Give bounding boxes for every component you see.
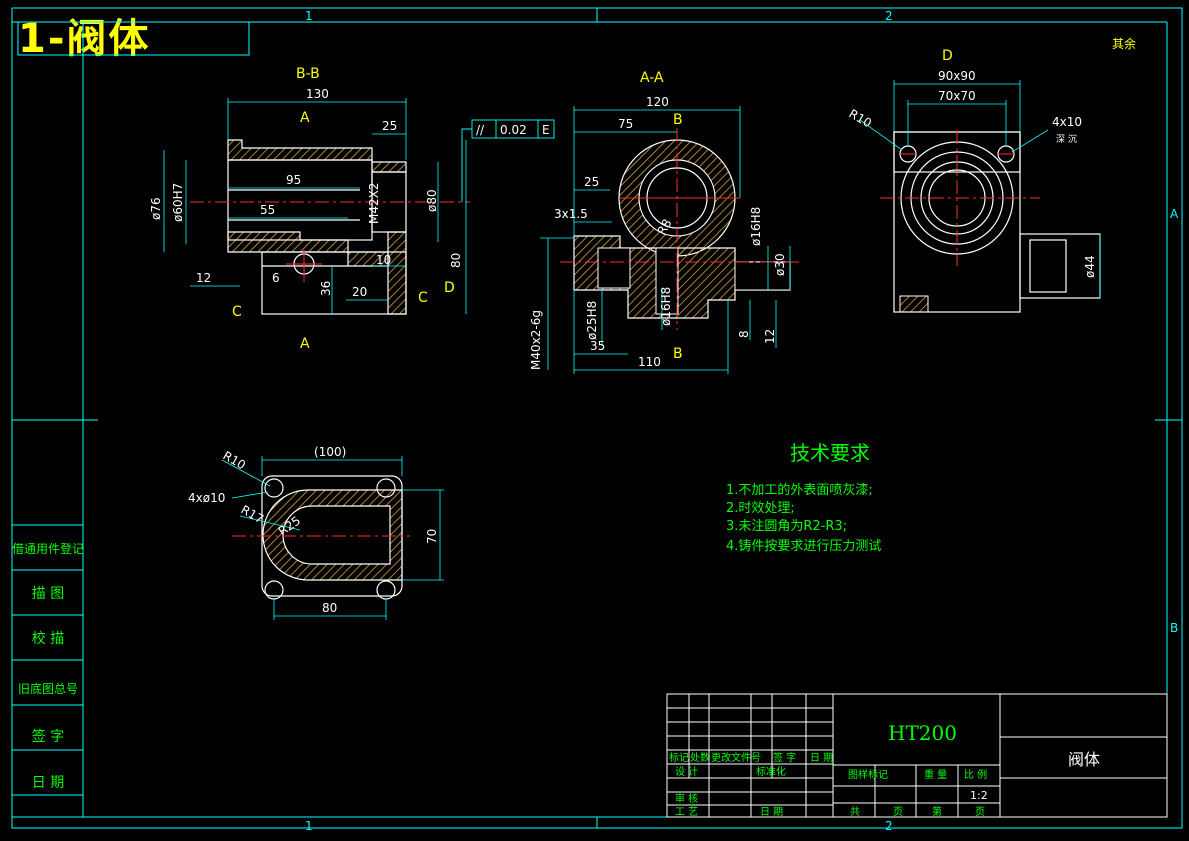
tb-label: 审 核 [675,792,698,805]
tech-item: 3.未注圆角为R2-R3; [726,519,847,534]
dim-text: 36 [319,281,333,296]
dim-text: 110 [638,355,661,369]
dim-text: 70x70 [938,89,976,103]
tb-label: 共 [850,806,860,818]
dim-text: R10 [221,448,248,472]
dim-text: 120 [646,95,669,109]
side-panel-label: 描 图 [32,586,64,602]
tb-label: 重 量 [924,768,947,781]
section-mark: A [300,336,310,352]
tol-value: 0.02 [500,123,527,137]
dim-text: M40x2-6g [529,310,543,370]
side-panel-label: 旧底图总号 [18,681,78,696]
section-mark: C [232,304,242,320]
zone-label: 1 [305,9,313,23]
dim-text: 95 [286,173,301,187]
dim-text: 20 [352,285,367,299]
dim-text: ø30 [773,253,787,276]
dim-text: 4xø10 [188,491,225,505]
side-panel-label: 借通用件登记 [12,541,84,556]
view-label: A-A [640,70,664,86]
tb-label: 签 字 [773,751,796,764]
dim-text: 12 [196,271,211,285]
zone-label: B [1170,621,1178,635]
zone-label: 2 [885,9,893,23]
dim-text: ø25H8 [585,301,599,340]
tech-item: 4.铸件按要求进行压力测试 [726,538,881,554]
tb-label: 日 期 [760,806,783,818]
dim-text: 25 [382,119,397,133]
tb-label: 第 [932,805,942,818]
dim-text: ø60H7 [171,183,185,222]
view-bb: B-B [149,66,555,352]
side-panel-label: 日 期 [32,775,64,791]
tol-ref: E [542,123,550,137]
tb-label: 日 期 [810,752,833,764]
part-name: 阀体 [1068,750,1100,769]
zone-label: 2 [885,819,893,833]
dim-text: 80 [449,253,463,268]
tb-label: 工 艺 [675,806,698,818]
material: HT200 [888,721,957,745]
tech-requirements: 技术要求 1.不加工的外表面喷灰漆; 2.时效处理; 3.未注圆角为R2-R3;… [726,441,881,554]
view-label: D [942,48,953,64]
tb-label: 标准化 [756,765,786,778]
corner-note: 其余 [1112,36,1136,51]
tech-item: 1.不加工的外表面喷灰漆; [726,482,873,498]
tb-label: 页 [893,806,903,818]
tb-label: 图样标记 [848,768,888,781]
side-panel-label: 签 字 [32,728,64,745]
dim-text: 25 [584,175,599,189]
dim-text: 4x10 [1052,115,1082,129]
tolerance-frame: // 0.02 E [461,119,555,202]
dim-text: 130 [306,87,329,101]
scale-value: 1:2 [970,789,988,802]
view-c: (100) R10 4xø10 R17 R25 70 80 [188,445,444,620]
section-mark: B [673,112,683,128]
dim-text: R8 [654,217,674,238]
view-label: B-B [296,66,320,82]
dim-text: 6 [272,271,280,285]
dim-text: (100) [314,445,346,459]
tb-label: 设 计 [675,765,698,778]
dim-text: 80 [322,601,337,615]
dim-text: 75 [618,117,633,131]
dim-text: 12 [763,329,777,344]
tol-symbol: // [476,123,485,137]
tb-label: 页 [975,806,985,818]
dim-text: 10 [376,253,391,267]
section-mark: B [673,346,683,362]
view-aa: A-A [529,70,800,374]
dim-text: 深 沉 [1056,134,1077,145]
section-mark: A [300,110,310,126]
dim-text: ø16H8 [749,207,763,246]
dim-text: 55 [260,203,275,217]
zone-label: A [1170,207,1179,221]
section-mark: C [418,290,428,306]
dim-text: 8 [737,330,751,338]
dim-text: 3x1.5 [554,207,588,221]
tb-label: 处数 [690,751,710,764]
dim-text: 35 [590,339,605,353]
dim-text: ø16H8 [659,287,673,326]
dim-text: 90x90 [938,69,976,83]
side-panel-label: 校 描 [32,630,64,647]
tb-label: 标记 [669,752,689,764]
section-mark: D [444,280,455,296]
tb-label: 更改文件号 [711,751,761,764]
zone-label: 1 [305,819,313,833]
dim-text: ø76 [149,197,163,220]
view-d: D 90x90 [847,48,1101,313]
tech-heading: 技术要求 [790,441,870,465]
tech-item: 2.时效处理; [726,501,795,516]
drawing-frame [11,7,1183,829]
dim-text: 70 [425,529,439,544]
dim-text: ø80 [425,189,439,212]
dim-text: ø44 [1083,255,1097,278]
dim-text: M42X2 [367,183,381,224]
tb-label: 比 例 [964,768,987,781]
side-panel: 借通用件登记 描 图 校 描 旧底图总号 签 字 日 期 [11,524,84,796]
title-block: 标记 处数 更改文件号 签 字 日 期 设 计 标准化 审 核 工 艺 日 期 … [666,693,1168,818]
